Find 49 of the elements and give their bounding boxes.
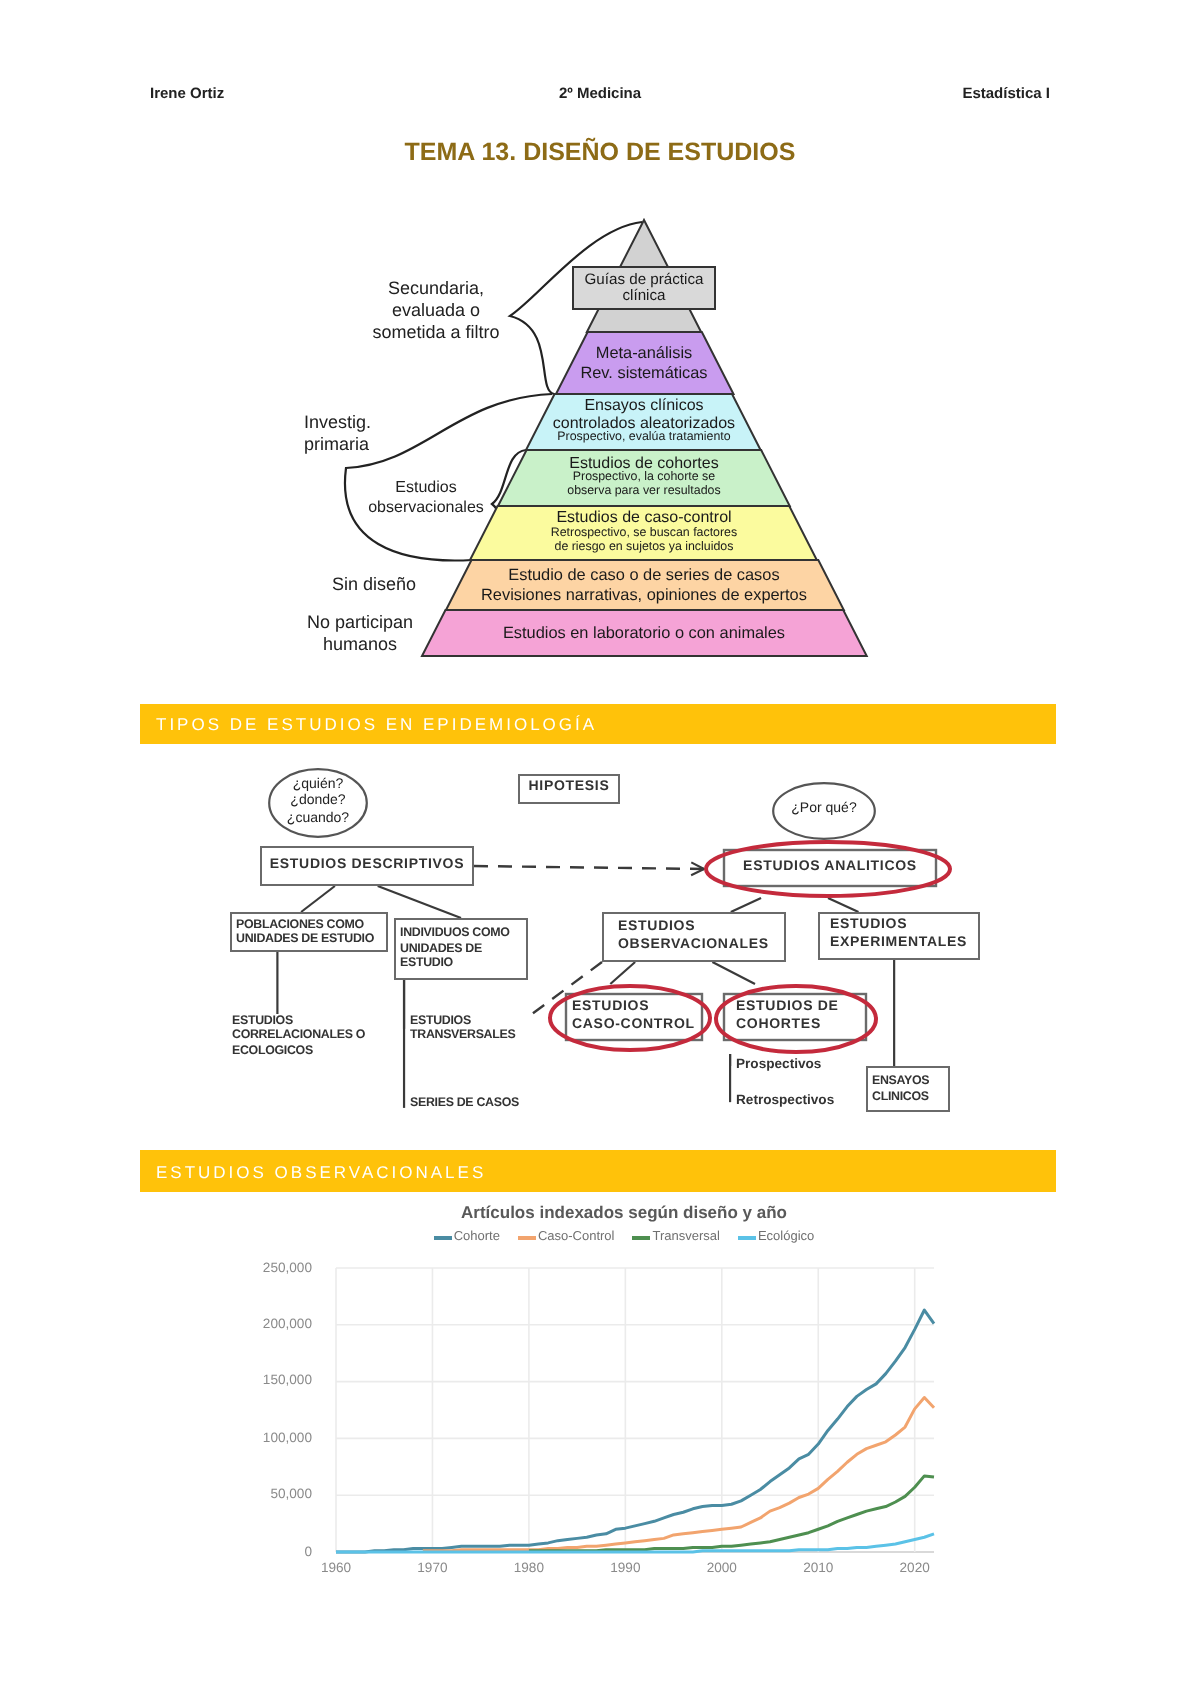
tier-heading: Estudios en laboratorio o con animales: [502, 623, 786, 642]
connector-line: [893, 960, 896, 1066]
connector-line: [402, 980, 406, 1108]
connector-line: [609, 961, 636, 985]
pyramid-tier: [421, 610, 867, 656]
page-title: TEMA 13. DISEÑO DE ESTUDIOS: [402, 138, 798, 168]
circled-box: [548, 984, 712, 1052]
tier-heading: Rev. sistemáticas: [580, 363, 708, 382]
tier-heading: Ensayos clínicos controlados aleatorizados: [550, 397, 738, 432]
bracket-label: Estudios observacionales: [368, 478, 484, 517]
connector-line: [711, 961, 756, 985]
section-band: [140, 704, 1056, 744]
bracket-label: Investig. primaria: [304, 412, 374, 456]
tier-heading: Meta-análisis: [595, 344, 693, 363]
process-box: [260, 846, 474, 886]
tier-heading: Estudios de cohortes: [569, 455, 719, 472]
question-ellipse: [772, 782, 876, 840]
connector-line: [730, 897, 762, 913]
pyramid-tier: [555, 332, 733, 394]
process-box: [818, 912, 980, 960]
side-label: Sin diseño: [332, 574, 417, 596]
tier-heading: Estudio de caso o de series de casos: [508, 566, 780, 585]
pyramid-tier: [498, 450, 790, 506]
question-ellipse: [268, 768, 368, 838]
side-label: No participan humanos: [304, 612, 416, 656]
chart-title: Artículos indexados según diseño y año: [459, 1202, 789, 1222]
connector-line: [728, 1054, 732, 1103]
section-heading: ESTUDIOS OBSERVACIONALES: [156, 1161, 487, 1181]
connector-line: [531, 961, 603, 1015]
connector-line: [377, 884, 462, 920]
circled-box: [704, 840, 952, 898]
connector-line: [300, 885, 336, 913]
connector-line: [827, 897, 859, 913]
circled-box: [714, 984, 878, 1054]
section-band: [140, 1150, 1056, 1192]
guideline-box: [572, 266, 716, 310]
process-box: [518, 774, 620, 804]
pyramid-tier: [445, 560, 843, 610]
bracket-label: Secundaria, evaluada o sometida a filtro: [370, 278, 502, 343]
process-box: [866, 1066, 950, 1112]
arrow: [474, 861, 706, 877]
pyramid-tier: [526, 394, 762, 450]
process-box: [602, 912, 786, 962]
section-heading: TIPOS DE ESTUDIOS EN EPIDEMIOLOGÍA: [156, 714, 598, 734]
process-box: [230, 912, 388, 952]
connector-line: [276, 952, 279, 1014]
tier-heading: Estudios de caso-control: [556, 510, 732, 527]
tier-heading: Revisiones narrativas, opiniones de expertos: [481, 585, 807, 604]
process-box: [394, 918, 528, 980]
